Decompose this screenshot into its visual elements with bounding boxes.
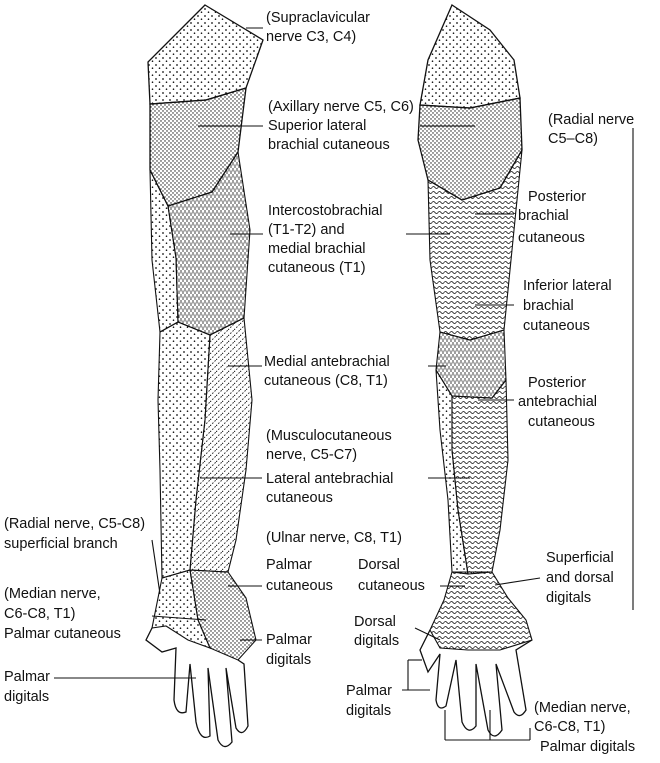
label-musculocutaneous: (Musculocutaneous nerve, C5-C7) Lateral … [266,428,397,506]
label-median-right: (Median nerve, C6-C8, T1) Palmar digital… [534,700,635,755]
label-posterior-brachial: Posterior brachial cutaneous [518,189,590,246]
label-supraclavicular: (Supraclavicular nerve C3, C4) [266,10,374,45]
label-superficial-dorsal: Superficial and dorsal digitals [546,550,618,606]
label-palmar-digitals-left: Palmar digitals [4,669,54,705]
label-median-left: (Median nerve, C6-C8, T1) Palmar cutaneo… [4,586,121,642]
label-posterior-antebrachial: Posterior antebrachial cutaneous [518,375,601,430]
leader-lines [54,27,634,741]
anterior-arm-figure [145,4,264,748]
region-posterior-brachial [427,149,523,341]
posterior-hand-fingers [419,629,533,737]
region-ulnar-palmar-anterior [189,569,257,661]
label-palmar-digitals-right: Palmar digitals [346,683,396,719]
region-medial-antebrachial-anterior [189,317,253,573]
label-palmar-digitals-ulnar: Palmar digitals [266,632,316,668]
label-axillary: (Axillary nerve C5, C6) Superior lateral… [268,99,418,153]
label-dorsal-cutaneous: Dorsal cutaneous [358,557,425,594]
label-medial-antebrachial: Medial antebrachial cutaneous (C8, T1) [264,354,394,389]
label-radial-nerve-right: (Radial nerve C5–C8) [548,112,638,147]
posterior-arm-figure [417,4,533,737]
region-supraclavicular-posterior [419,4,521,109]
label-radial-superficial: (Radial nerve, C5-C8) superficial branch [4,516,149,552]
region-median-palm-anterior [151,569,212,649]
label-palmar-cutaneous-ulnar: Palmar cutaneous [266,557,333,594]
region-dorsal-hand [429,571,533,651]
label-intercostobrachial: Intercostobrachial (T1-T2) and medial br… [268,203,386,276]
label-inferior-lateral: Inferior lateral brachial cutaneous [523,278,616,334]
label-ulnar-header: (Ulnar nerve, C8, T1) [266,530,402,546]
label-dorsal-digitals: Dorsal digitals [354,614,400,649]
anterior-hand-fingers [145,627,249,748]
